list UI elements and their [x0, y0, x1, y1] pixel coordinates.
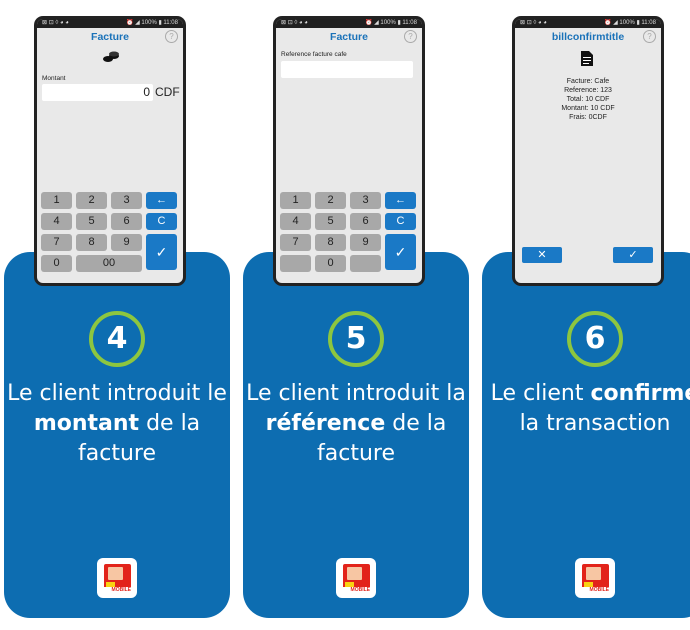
page-title: billconfirmtitle: [551, 31, 625, 43]
desc-bold: montant: [33, 411, 140, 436]
step-description: Le client introduit le montant de la fac…: [4, 379, 230, 469]
phone: ⊠ ⊡ ◊ ◕ ◕⏰ ◢ 100% ▮ 11:08 Facture ? Mont…: [34, 16, 186, 286]
step-card: 6 Le client confirme la transaction MOBI…: [482, 252, 690, 618]
confirmation-details: Facture: Cafe Reference: 123 Total: 10 C…: [515, 77, 661, 122]
detail-line: Montant: 10 CDF: [561, 105, 615, 112]
step-number: 4: [89, 311, 145, 367]
title-bar: Facture ?: [37, 28, 183, 46]
key-3[interactable]: 3: [111, 192, 142, 209]
key-4[interactable]: 4: [280, 213, 311, 230]
key-8[interactable]: 8: [315, 234, 346, 251]
desc-text: de la facture: [317, 411, 447, 466]
status-bar: ⊠ ⊡ ◊ ◕ ◕⏰ ◢ 100% ▮ 11:08: [515, 19, 661, 28]
key-6[interactable]: 6: [111, 213, 142, 230]
amount-input[interactable]: 0: [42, 84, 153, 101]
page-title: Facture: [330, 31, 368, 43]
desc-bold: référence: [265, 411, 386, 436]
key-5[interactable]: 5: [315, 213, 346, 230]
phone-screen: ⊠ ⊡ ◊ ◕ ◕⏰ ◢ 100% ▮ 11:08 Facture ? Mont…: [37, 19, 183, 283]
ok-key[interactable]: ✓: [146, 234, 177, 270]
brand-logo: MOBILE: [97, 558, 137, 598]
detail-line: Reference: 123: [564, 87, 612, 94]
key-6[interactable]: 6: [350, 213, 381, 230]
key-0[interactable]: 0: [41, 255, 72, 272]
detail-line: Total: 10 CDF: [566, 96, 610, 103]
document-icon: [581, 51, 593, 66]
key-blank[interactable]: [350, 255, 381, 272]
step-card: 5 Le client introduit la référence de la…: [243, 252, 469, 618]
page-title: Facture: [91, 31, 129, 43]
status-bar: ⊠ ⊡ ◊ ◕ ◕⏰ ◢ 100% ▮ 11:08: [276, 19, 422, 28]
desc-text: de la facture: [78, 411, 201, 466]
ok-key[interactable]: ✓: [385, 234, 416, 270]
step-description: Le client confirme la transaction: [482, 379, 690, 439]
step-number: 6: [567, 311, 623, 367]
keypad: 1 2 3 ← 4 5 6 C 7 8 9 ✓ 0 00: [41, 192, 179, 276]
key-8[interactable]: 8: [76, 234, 107, 251]
coins-icon: [103, 50, 119, 62]
step-description: Le client introduit la référence de la f…: [243, 379, 469, 469]
help-icon[interactable]: ?: [404, 30, 417, 43]
step-4: 4 Le client introduit le montant de la f…: [4, 0, 230, 630]
phone: ⊠ ⊡ ◊ ◕ ◕⏰ ◢ 100% ▮ 11:08 Facture ? Refe…: [273, 16, 425, 286]
desc-text: Le client introduit la: [246, 381, 466, 406]
brand-logo: MOBILE: [336, 558, 376, 598]
help-icon[interactable]: ?: [165, 30, 178, 43]
reference-input[interactable]: [281, 61, 413, 78]
help-icon[interactable]: ?: [643, 30, 656, 43]
currency-label: CDF: [155, 85, 180, 99]
step-6: 6 Le client confirme la transaction MOBI…: [482, 0, 690, 630]
key-0[interactable]: 0: [315, 255, 346, 272]
phone-screen: ⊠ ⊡ ◊ ◕ ◕⏰ ◢ 100% ▮ 11:08 billconfirmtit…: [515, 19, 661, 283]
step-5: 5 Le client introduit la référence de la…: [243, 0, 469, 630]
clear-key[interactable]: C: [385, 213, 416, 230]
key-3[interactable]: 3: [350, 192, 381, 209]
amount-label: Montant: [42, 75, 66, 82]
clear-key[interactable]: C: [146, 213, 177, 230]
key-1[interactable]: 1: [280, 192, 311, 209]
key-2[interactable]: 2: [315, 192, 346, 209]
keypad: 1 2 3 ← 4 5 6 C 7 8 9 ✓ 0: [280, 192, 418, 276]
key-9[interactable]: 9: [350, 234, 381, 251]
title-bar: billconfirmtitle ?: [515, 28, 661, 46]
step-number: 5: [328, 311, 384, 367]
desc-text: la transaction: [519, 411, 671, 436]
key-4[interactable]: 4: [41, 213, 72, 230]
phone: ⊠ ⊡ ◊ ◕ ◕⏰ ◢ 100% ▮ 11:08 billconfirmtit…: [512, 16, 664, 286]
key-5[interactable]: 5: [76, 213, 107, 230]
key-blank[interactable]: [280, 255, 311, 272]
key-9[interactable]: 9: [111, 234, 142, 251]
backspace-key[interactable]: ←: [146, 192, 177, 209]
status-bar: ⊠ ⊡ ◊ ◕ ◕⏰ ◢ 100% ▮ 11:08: [37, 19, 183, 28]
desc-text: Le client introduit le: [7, 381, 227, 406]
cancel-button[interactable]: ✕: [522, 247, 562, 263]
detail-line: Frais: 0CDF: [569, 114, 607, 121]
reference-label: Reference facture cafe: [281, 51, 347, 58]
key-00[interactable]: 00: [76, 255, 142, 272]
confirm-button[interactable]: ✓: [613, 247, 653, 263]
step-card: 4 Le client introduit le montant de la f…: [4, 252, 230, 618]
key-7[interactable]: 7: [41, 234, 72, 251]
key-7[interactable]: 7: [280, 234, 311, 251]
key-2[interactable]: 2: [76, 192, 107, 209]
detail-line: Facture: Cafe: [566, 78, 610, 85]
phone-screen: ⊠ ⊡ ◊ ◕ ◕⏰ ◢ 100% ▮ 11:08 Facture ? Refe…: [276, 19, 422, 283]
backspace-key[interactable]: ←: [385, 192, 416, 209]
brand-logo: MOBILE: [575, 558, 615, 598]
desc-bold: confirme: [590, 381, 690, 406]
desc-text: Le client: [490, 381, 584, 406]
key-1[interactable]: 1: [41, 192, 72, 209]
title-bar: Facture ?: [276, 28, 422, 46]
